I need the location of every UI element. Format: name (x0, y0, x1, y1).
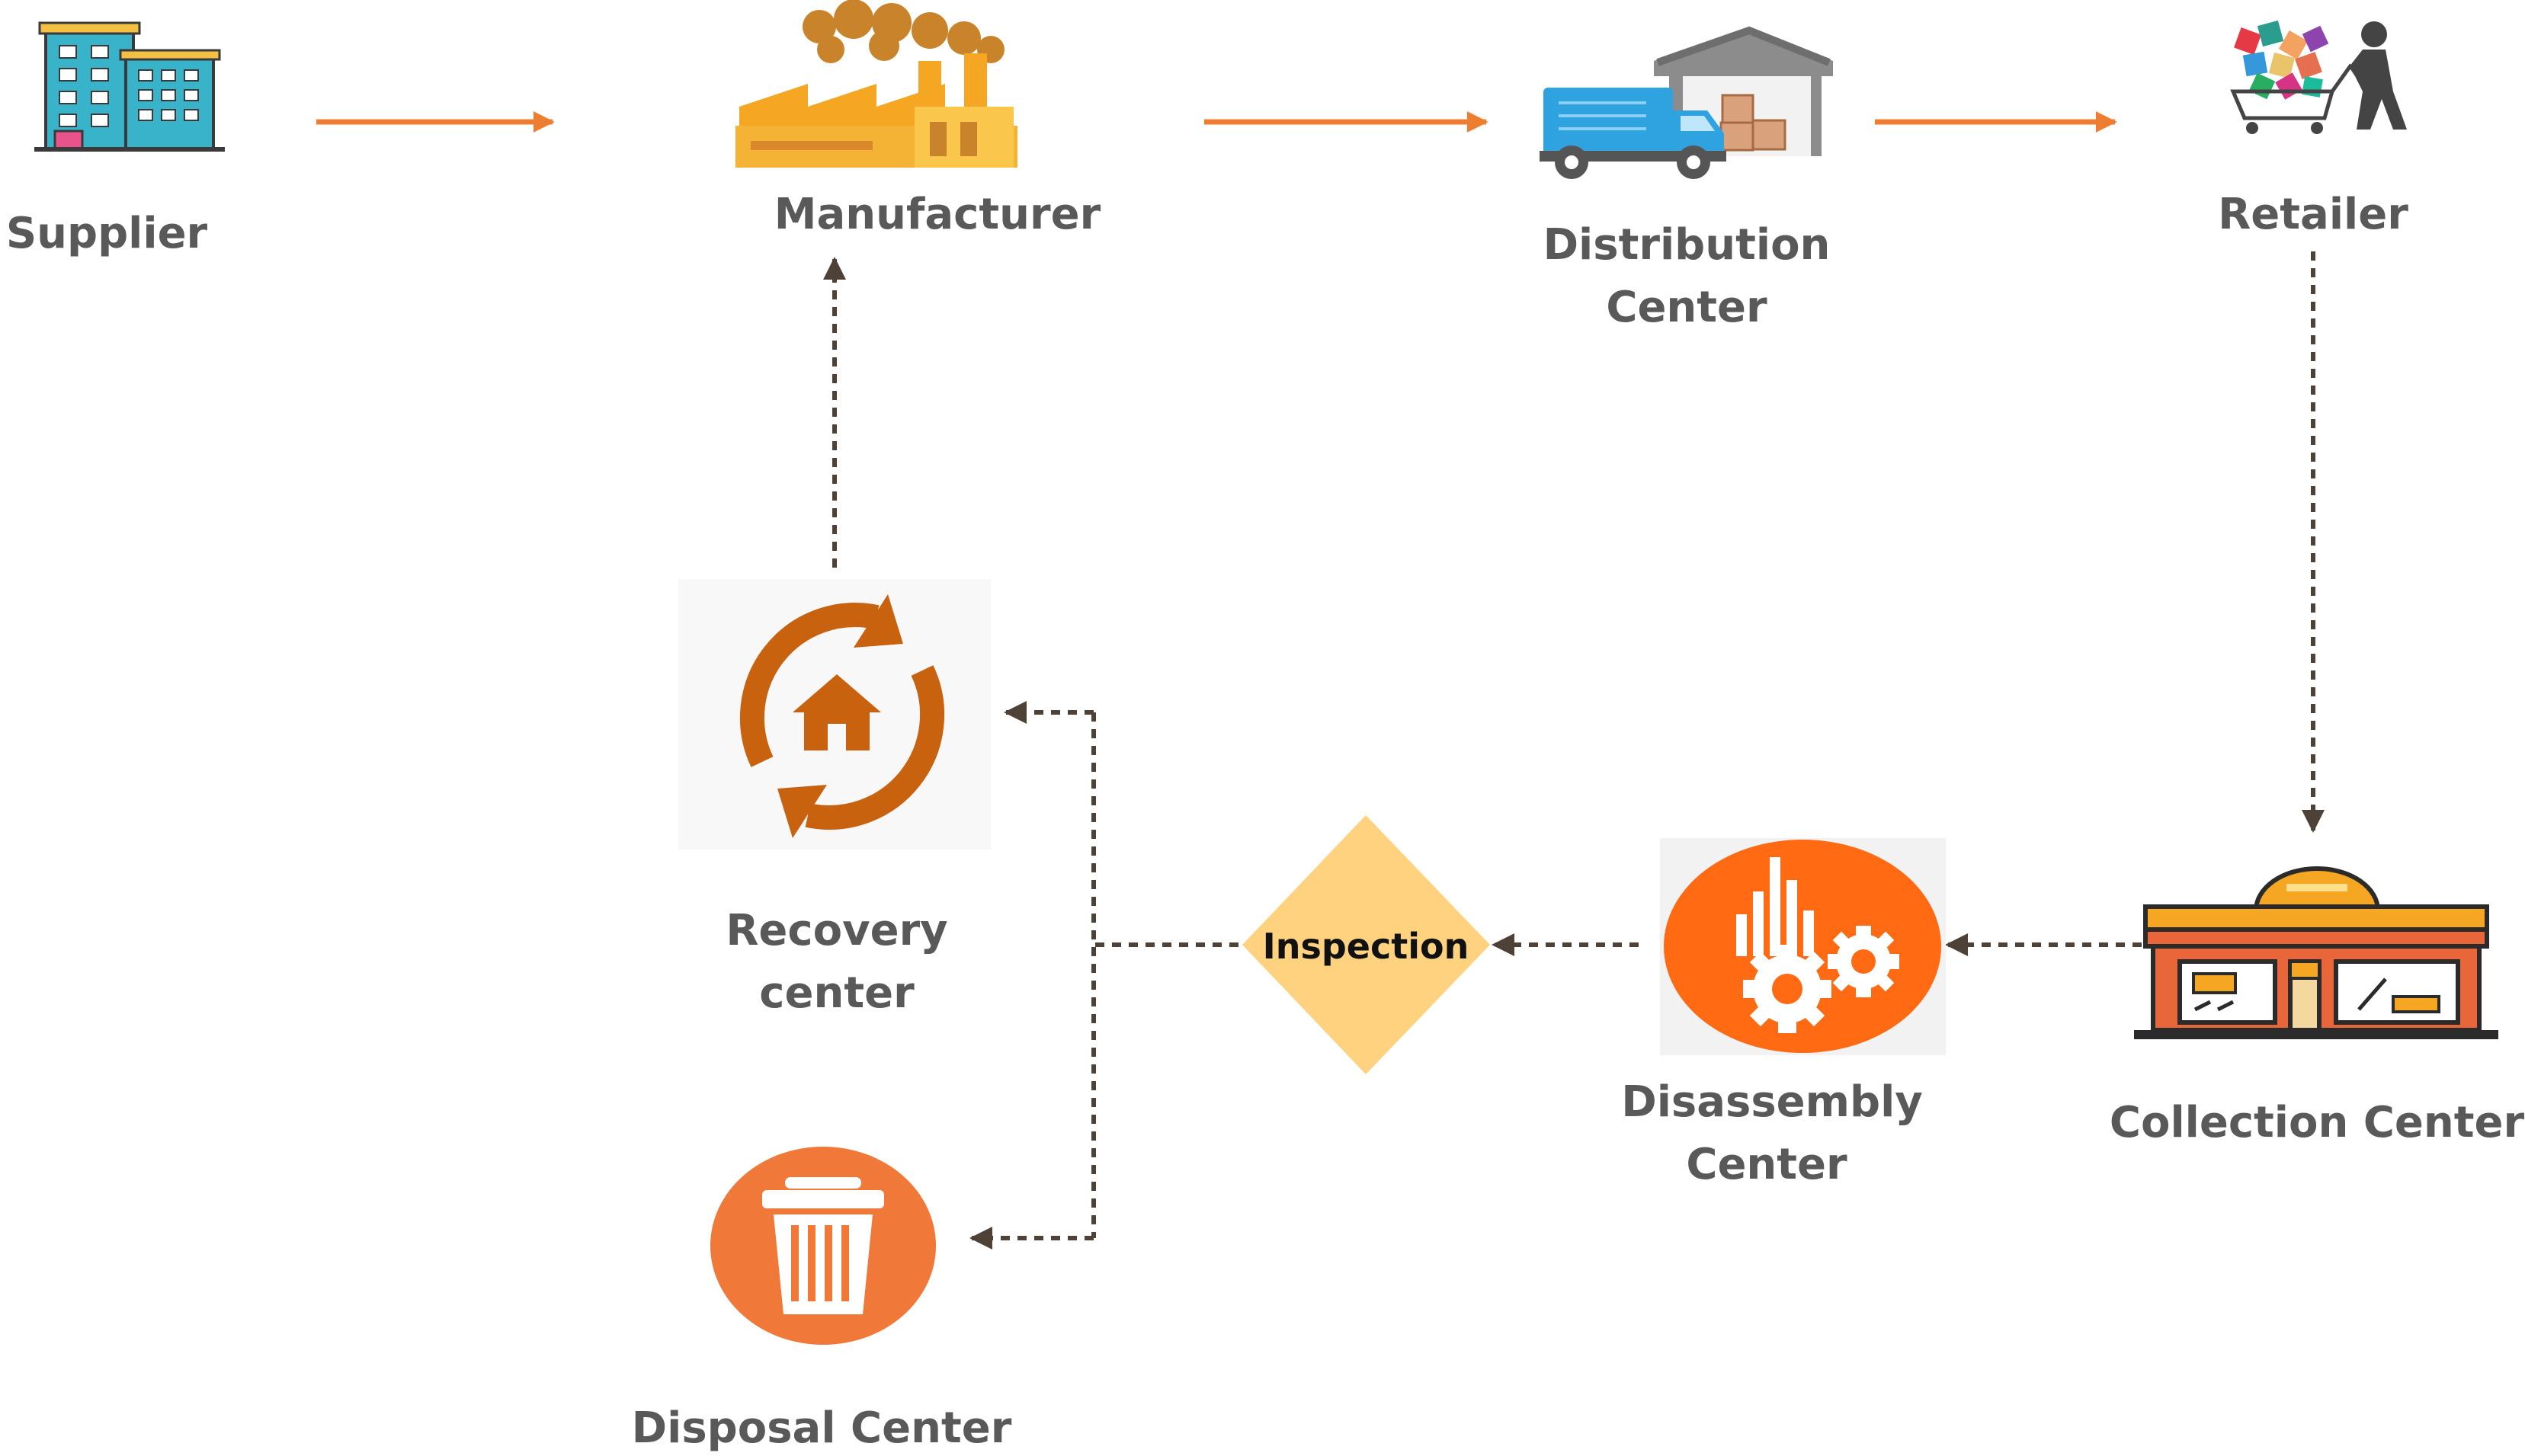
factory-icon (735, 0, 1017, 168)
manufacturer-label: Manufacturer (774, 190, 1101, 239)
retailer-label: Retailer (2218, 190, 2408, 239)
gears-chart-icon (1664, 840, 1941, 1053)
building-icon (34, 21, 225, 152)
large-gear (1743, 945, 1831, 1033)
manufacturer-node: Manufacturer (735, 0, 1101, 239)
small-gear (1828, 926, 1899, 997)
storefront-icon (2134, 866, 2498, 1039)
disassembly-label-line2: Center (1686, 1140, 1847, 1189)
distribution-node: Distribution Center (1540, 26, 1833, 332)
inspection-node: Inspection (1242, 815, 1490, 1074)
disassembly-label-line1: Disassembly (1621, 1077, 1923, 1127)
shopping-cart-icon (2230, 20, 2407, 134)
disassembly-node: Disassembly Center (1621, 838, 1946, 1189)
supplier-label: Supplier (6, 209, 208, 258)
inspection-label: Inspection (1263, 926, 1469, 967)
collection-label: Collection Center (2110, 1098, 2525, 1147)
inspection-diamond (1242, 815, 1490, 1074)
delivery-truck-warehouse-icon (1540, 26, 1833, 179)
trash-bin-icon (710, 1147, 936, 1345)
collection-node: Collection Center (2110, 866, 2525, 1147)
retailer-node: Retailer (2218, 20, 2408, 239)
disposal-label: Disposal Center (632, 1403, 1012, 1453)
supplier-node: Supplier (6, 21, 225, 258)
disposal-node: Disposal Center (632, 1147, 1012, 1453)
distribution-label-line1: Distribution (1543, 220, 1831, 270)
recovery-label-line1: Recovery (726, 906, 947, 955)
reverse-flow-arrows (823, 251, 2325, 1250)
recovery-node: Recovery center (678, 579, 991, 1018)
recovery-label-line2: center (759, 968, 915, 1018)
distribution-label-line2: Center (1606, 283, 1767, 332)
recycle-home-icon (739, 594, 945, 838)
